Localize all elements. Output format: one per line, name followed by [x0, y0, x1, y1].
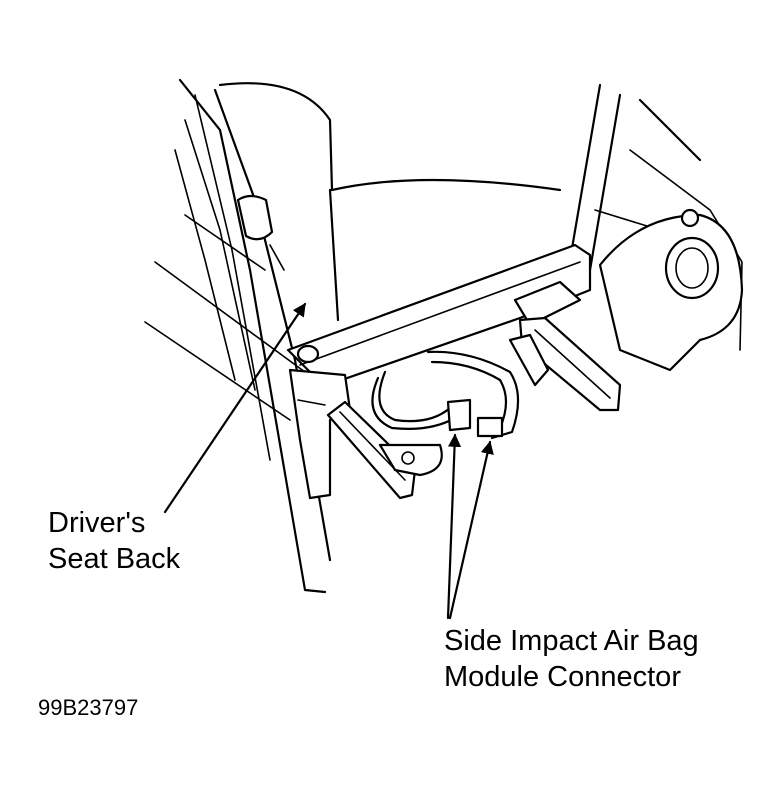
seat-back-label-line2: Seat Back — [48, 543, 181, 575]
left-bracket — [288, 368, 352, 500]
seat-back-arrow — [163, 302, 307, 514]
left-seat-track — [326, 400, 443, 500]
wiring-harness — [371, 350, 520, 440]
connector-arrow-left — [446, 433, 462, 620]
seat-back-label-line1: Driver's — [48, 507, 146, 539]
recliner-pivot — [598, 208, 744, 372]
figure-code: 99B23797 — [38, 695, 139, 720]
door-pillar — [144, 78, 332, 594]
seat-back-label: Driver's Seat Back — [48, 505, 180, 577]
connector-label-line2: Module Connector — [444, 661, 681, 693]
connector-label: Side Impact Air Bag Module Connector — [444, 623, 699, 695]
connector-label-line1: Side Impact Air Bag — [444, 625, 699, 657]
seat-back — [218, 82, 743, 351]
connector-arrow-right — [448, 440, 494, 620]
right-seat-track — [508, 316, 622, 412]
